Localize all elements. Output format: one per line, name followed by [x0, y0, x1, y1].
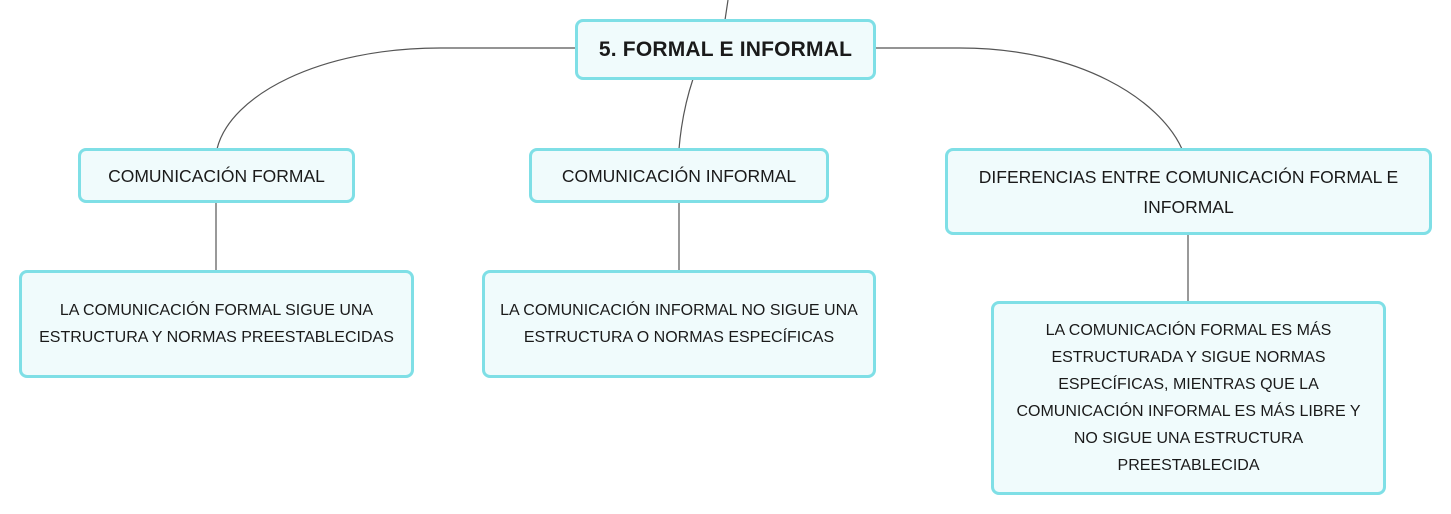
- topic-label: COMUNICACIÓN FORMAL: [108, 165, 325, 186]
- detail-comunicacion-informal[interactable]: LA COMUNICACIÓN INFORMAL NO SIGUE UNA ES…: [482, 270, 876, 378]
- connector-root-to-differences: [875, 47, 1183, 150]
- topic-comunicacion-formal[interactable]: COMUNICACIÓN FORMAL: [78, 148, 355, 203]
- topic-label: DIFERENCIAS ENTRE COMUNICACIÓN FORMAL E …: [978, 166, 1399, 217]
- connector-root-to-informal: [678, 78, 694, 150]
- connector-parent-to-root: [724, 0, 729, 21]
- detail-comunicacion-formal[interactable]: LA COMUNICACIÓN FORMAL SIGUE UNA ESTRUCT…: [19, 270, 414, 378]
- topic-comunicacion-informal[interactable]: COMUNICACIÓN INFORMAL: [529, 148, 829, 203]
- detail-text: LA COMUNICACIÓN FORMAL SIGUE UNA ESTRUCT…: [39, 302, 394, 346]
- root-topic[interactable]: 5. FORMAL E INFORMAL: [575, 19, 876, 80]
- connector-root-to-formal: [216, 47, 577, 150]
- topic-label: COMUNICACIÓN INFORMAL: [561, 165, 797, 186]
- root-topic-label: 5. FORMAL E INFORMAL: [598, 37, 853, 61]
- detail-diferencias[interactable]: LA COMUNICACIÓN FORMAL ES MÁS ESTRUCTURA…: [991, 301, 1386, 495]
- topic-diferencias[interactable]: DIFERENCIAS ENTRE COMUNICACIÓN FORMAL E …: [945, 148, 1432, 235]
- detail-text: LA COMUNICACIÓN FORMAL ES MÁS ESTRUCTURA…: [1016, 322, 1361, 474]
- detail-text: LA COMUNICACIÓN INFORMAL NO SIGUE UNA ES…: [500, 302, 858, 346]
